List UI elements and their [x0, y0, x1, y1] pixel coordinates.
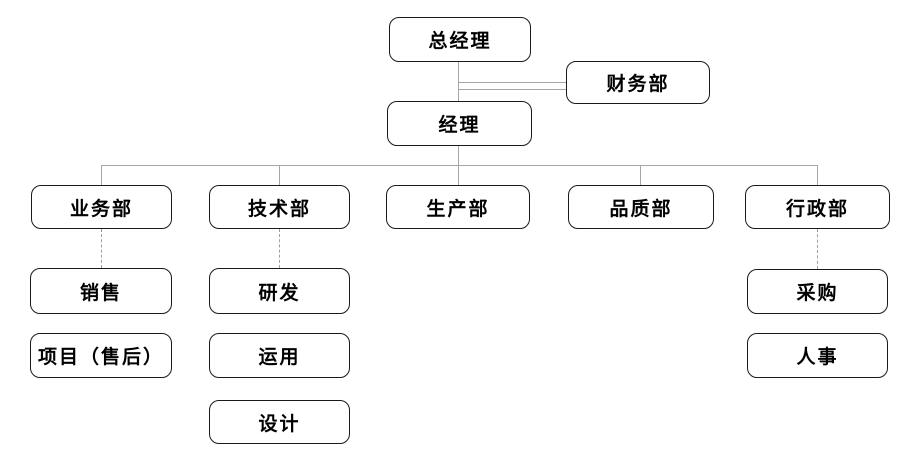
org-node-label: 生产部: [426, 198, 490, 220]
org-node-label: 经理: [438, 115, 481, 136]
solid-connector-line: [458, 146, 459, 165]
dotted-connector-line: [279, 229, 281, 268]
org-node-label: 项目（售后）: [37, 347, 164, 368]
org-node-label: 总经理: [428, 31, 492, 52]
solid-connector-line: [458, 89, 566, 90]
org-node-label: 运用: [258, 347, 301, 368]
org-node-finance-dept: 财务部: [566, 61, 710, 104]
org-node-quality-dept: 品质部: [568, 185, 714, 229]
org-node-project-aftersales: 项目（售后）: [30, 333, 172, 378]
solid-connector-line: [101, 165, 817, 166]
org-node-label: 业务部: [69, 198, 133, 220]
org-node-label: 设计: [258, 413, 301, 435]
dotted-connector-line: [817, 229, 819, 269]
org-node-admin-dept: 行政部: [745, 185, 890, 229]
org-node-sales: 销售: [30, 268, 172, 314]
org-node-hr: 人事: [747, 333, 888, 378]
org-node-label: 财务部: [606, 74, 670, 95]
org-node-label: 采购: [796, 283, 839, 304]
solid-connector-line: [458, 82, 566, 83]
org-node-label: 销售: [79, 282, 122, 304]
solid-connector-line: [279, 165, 280, 185]
org-node-label: 研发: [258, 282, 301, 304]
org-node-label: 行政部: [785, 198, 849, 220]
org-node-business-dept: 业务部: [31, 185, 172, 229]
org-node-production-dept: 生产部: [386, 185, 530, 229]
org-node-general-manager: 总经理: [389, 17, 531, 62]
solid-connector-line: [640, 165, 641, 185]
org-node-label: 人事: [796, 347, 839, 368]
solid-connector-line: [101, 165, 102, 185]
dotted-connector-line: [101, 229, 103, 268]
solid-connector-line: [817, 165, 818, 185]
org-node-manager: 经理: [387, 101, 532, 146]
org-node-label: 品质部: [609, 198, 673, 220]
solid-connector-line: [458, 62, 459, 101]
solid-connector-line: [458, 165, 459, 185]
org-node-design: 设计: [209, 400, 350, 444]
org-node-rnd: 研发: [209, 268, 350, 314]
org-node-tech-dept: 技术部: [209, 185, 350, 229]
org-node-label: 技术部: [247, 198, 311, 220]
org-node-procurement: 采购: [747, 269, 888, 314]
org-node-operation: 运用: [209, 333, 350, 378]
